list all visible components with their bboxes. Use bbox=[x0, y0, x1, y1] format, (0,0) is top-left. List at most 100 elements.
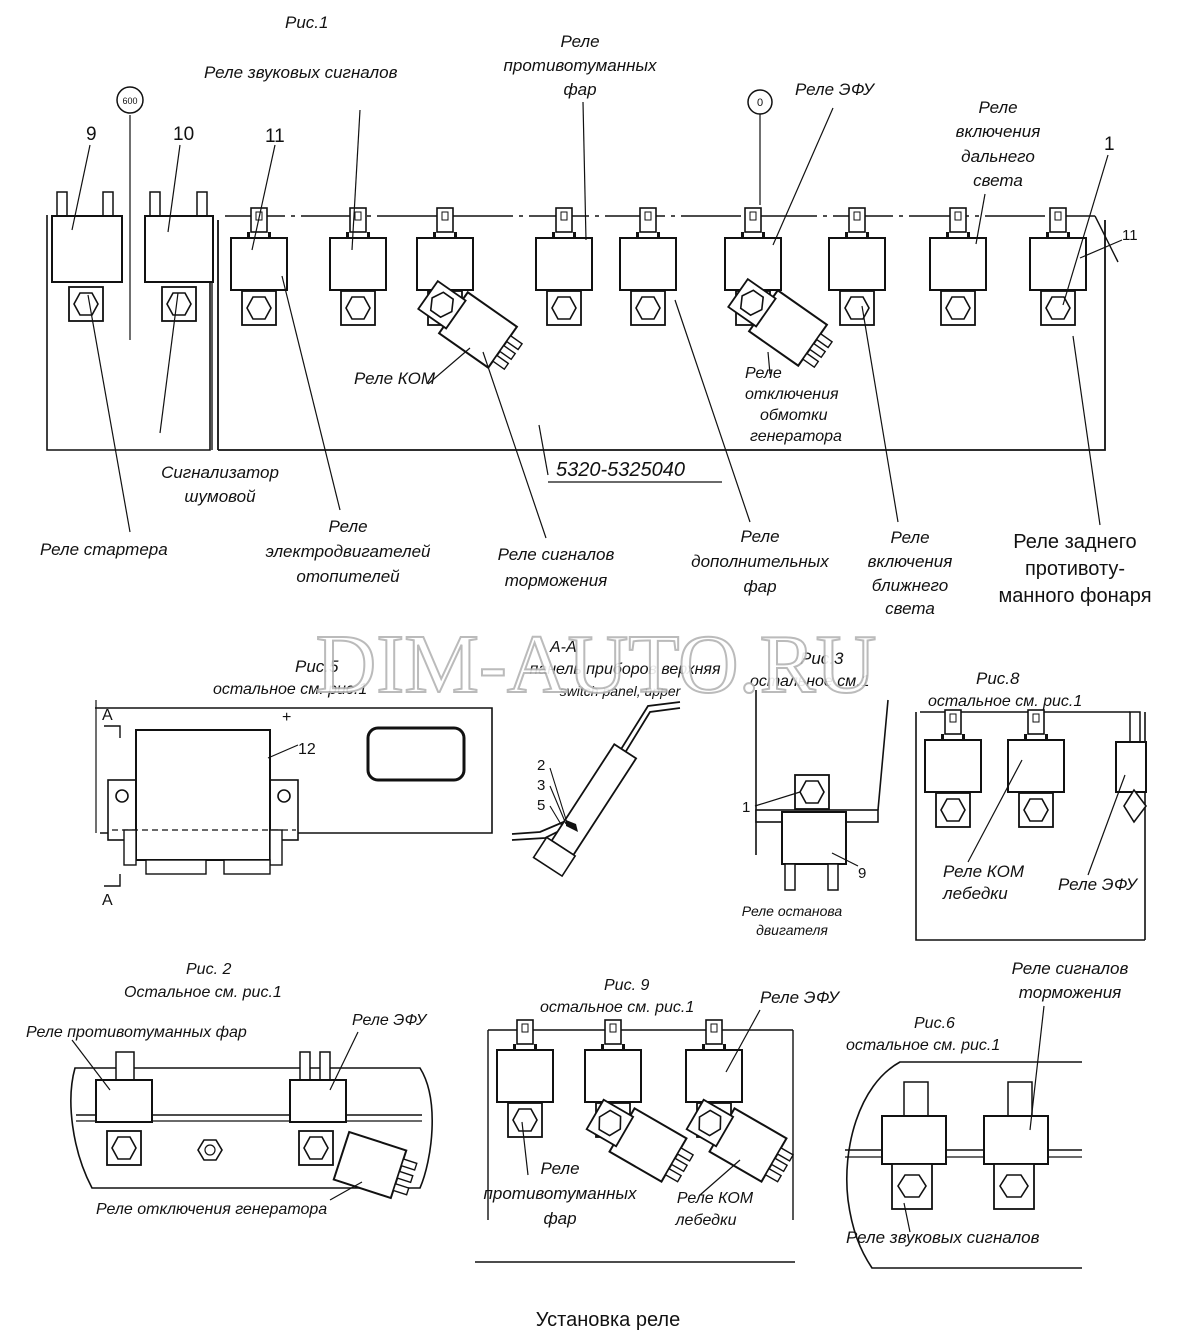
fig2-panel: Рис. 2 Остальное см. рис.1 Реле противот… bbox=[26, 961, 433, 1218]
svg-text:0: 0 bbox=[757, 97, 763, 109]
relay-high-beam bbox=[930, 208, 986, 325]
fig8-relay-kom-winch bbox=[1008, 710, 1064, 827]
fig3-num-1: 1 bbox=[742, 799, 750, 816]
fig3-note: остальное см.1 bbox=[750, 673, 870, 690]
fig6-panel: Реле сигналов торможения Рис.6 остальное… bbox=[845, 959, 1129, 1269]
fig8-panel: Рис.8 остальное см. рис.1 Реле КОМ лебед… bbox=[915, 669, 1147, 941]
relay-low-beam bbox=[829, 208, 885, 325]
fig9-relay-fog bbox=[497, 1020, 553, 1137]
fig8-relay-efu bbox=[1115, 711, 1147, 824]
label-aux-2: дополнительных bbox=[691, 552, 829, 571]
label-gen-4: генератора bbox=[750, 428, 842, 445]
fig1-panel: Рис.1 600 0 bbox=[40, 13, 1152, 618]
label-buzzer-1: Сигнализатор bbox=[161, 463, 279, 482]
fig9-relay-tilt-1 bbox=[583, 1093, 699, 1189]
fig5-letter-a-top: А bbox=[102, 707, 113, 724]
label-low-1: Реле bbox=[890, 528, 929, 547]
relay-9-starter bbox=[51, 191, 123, 322]
circle-0-marker: 0 bbox=[747, 89, 773, 205]
fig6-title: Рис.6 bbox=[914, 1015, 955, 1032]
fig1-leader-lines bbox=[71, 101, 1123, 539]
fig8-efu: Реле ЭФУ bbox=[1058, 875, 1139, 894]
fig8-kom-2: лебедки bbox=[942, 884, 1008, 903]
fig5-module-12 bbox=[107, 729, 299, 875]
fig5-window bbox=[366, 726, 466, 782]
fig1-num-11-right: 11 bbox=[1122, 227, 1138, 244]
label-aux-3: фар bbox=[743, 577, 776, 596]
fig9-note: остальное см. рис.1 bbox=[540, 999, 694, 1016]
circle-600-marker: 600 bbox=[116, 86, 144, 114]
fig1-num-1: 1 bbox=[1104, 134, 1115, 155]
fig6-brake-1: Реле сигналов bbox=[1012, 959, 1129, 978]
fig1-main-panel bbox=[217, 220, 1106, 451]
label-efu: Реле ЭФУ bbox=[795, 80, 876, 99]
fig6-relay-brake bbox=[983, 1081, 1049, 1210]
relay-aux-headlights bbox=[620, 208, 676, 325]
label-high-4: света bbox=[973, 171, 1023, 190]
fig2-relay-efu bbox=[289, 1051, 347, 1166]
relay-horn bbox=[330, 208, 386, 325]
fig5-note: остальное см. рис.1 bbox=[213, 681, 367, 698]
fig5-panel: Рис.5 остальное см. рис.1 А А + 12 bbox=[95, 657, 493, 909]
fig2-nut bbox=[197, 1139, 223, 1161]
label-rear-3: манного фонаря bbox=[998, 585, 1151, 607]
label-starter: Реле стартера bbox=[40, 540, 168, 559]
fig2-gen: Реле отключения генератора bbox=[96, 1201, 327, 1218]
fig2-title: Рис. 2 bbox=[186, 961, 231, 978]
fig8-relay-1 bbox=[925, 710, 981, 827]
fig9-kom-2: лебедки bbox=[675, 1212, 737, 1229]
fig3-relay-9 bbox=[781, 811, 847, 891]
label-gen-3: обмотки bbox=[760, 407, 828, 424]
fig2-relay-generator bbox=[332, 1130, 418, 1200]
fig6-horn: Реле звуковых сигналов bbox=[846, 1228, 1040, 1247]
fig1-num-11: 11 bbox=[265, 126, 285, 147]
label-high-2: включения bbox=[956, 122, 1041, 141]
fig6-brake-2: торможения bbox=[1019, 983, 1121, 1002]
section-aa-line1: панель приборов верхняя bbox=[529, 661, 720, 678]
label-low-3: ближнего bbox=[872, 576, 948, 595]
label-high-3: дальнего bbox=[961, 147, 1035, 166]
label-low-4: света bbox=[885, 599, 935, 618]
section-aa-num-3: 3 bbox=[537, 777, 545, 794]
fig9-fog-2: противотуманных bbox=[484, 1184, 637, 1203]
fig3-title: Рис.3 bbox=[800, 649, 844, 668]
fig8-note: остальное см. рис.1 bbox=[928, 693, 1082, 710]
section-aa-title: А-А bbox=[549, 639, 577, 656]
label-fog-3: фар bbox=[563, 80, 596, 99]
label-horn-relay: Реле звуковых сигналов bbox=[204, 63, 398, 82]
fig2-note: Остальное см. рис.1 bbox=[124, 984, 282, 1001]
label-low-2: включения bbox=[868, 552, 953, 571]
fig6-note: остальное см. рис.1 bbox=[846, 1037, 1000, 1054]
label-gen-1: Реле bbox=[745, 365, 782, 382]
section-aa-num-5: 5 bbox=[537, 797, 545, 814]
fig3-stop-2: двигателя bbox=[756, 922, 828, 938]
label-motor-1: Реле bbox=[328, 517, 367, 536]
relay-fog bbox=[536, 208, 592, 325]
section-aa: А-А панель приборов верхняя switch panel… bbox=[511, 639, 721, 878]
label-aux-1: Реле bbox=[740, 527, 779, 546]
section-aa-num-2: 2 bbox=[537, 757, 545, 774]
label-motor-3: отопителей bbox=[296, 567, 400, 586]
fig9-title: Рис. 9 bbox=[604, 977, 649, 994]
fig2-fog: Реле противотуманных фар bbox=[26, 1024, 247, 1041]
label-gen-2: отключения bbox=[745, 386, 839, 403]
label-brake-2: торможения bbox=[505, 571, 607, 590]
label-kom: Реле КОМ bbox=[354, 369, 436, 388]
fig9-kom-1: Реле КОМ bbox=[677, 1190, 754, 1207]
relay-rear-fog-lamp bbox=[1030, 208, 1086, 325]
label-fog-1: Реле bbox=[560, 32, 599, 51]
label-rear-2: противоту- bbox=[1025, 558, 1125, 580]
fig5-num-12: 12 bbox=[298, 741, 316, 758]
fig3-num-9: 9 bbox=[858, 865, 866, 882]
fig9-panel: Рис. 9 остальное см. рис.1 Реле ЭФУ Реле… bbox=[475, 977, 841, 1263]
label-fog-2: противотуманных bbox=[504, 56, 657, 75]
label-buzzer-2: шумовой bbox=[184, 487, 256, 506]
fig1-num-9: 9 bbox=[86, 124, 97, 145]
fig9-relay-kom-winch bbox=[683, 1093, 799, 1189]
svg-text:+: + bbox=[282, 709, 291, 726]
svg-text:600: 600 bbox=[122, 96, 137, 106]
fig8-title: Рис.8 bbox=[976, 669, 1020, 688]
fig6-relay-horn bbox=[881, 1081, 947, 1210]
fig3-stop-1: Реле останова bbox=[742, 903, 843, 919]
